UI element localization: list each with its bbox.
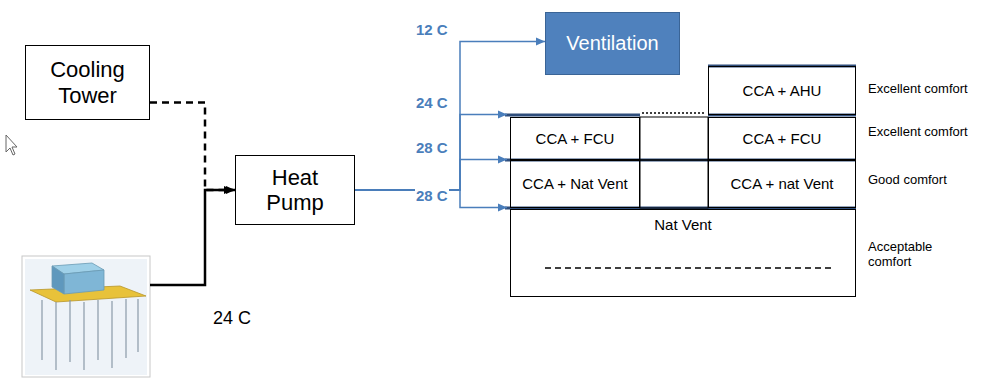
system-cell: CCA + FCU	[708, 117, 856, 160]
equipment-box: Heat Pump	[235, 155, 355, 225]
ventilation-box: Ventilation	[545, 12, 680, 75]
flow-connector	[355, 115, 507, 191]
comfort-label: Excellent comfort	[868, 125, 978, 140]
dotted-connector	[642, 112, 706, 114]
comfort-label: Good comfort	[868, 173, 978, 188]
node-text: CCA + Nat Vent	[522, 175, 627, 192]
node-text: Heat Pump	[242, 165, 348, 216]
system-cell: CCA + FCU	[510, 117, 640, 160]
flow-connector	[355, 160, 507, 191]
temperature-bars	[505, 66, 856, 208]
temperature-label: 24 C	[213, 308, 273, 329]
empty-cell	[640, 160, 708, 208]
supply-temperature: 28 C	[415, 139, 449, 156]
supply-temperature: 24 C	[415, 94, 449, 111]
supply-temperature: 12 C	[415, 21, 449, 38]
system-cell: CCA + AHU	[708, 66, 856, 115]
system-cell: CCA + nat Vent	[708, 160, 856, 208]
comfort-label: Excellent comfort	[868, 82, 978, 97]
acceptable-limit-line	[545, 267, 835, 269]
node-text: CCA + AHU	[743, 82, 822, 99]
ground-supply-line	[150, 190, 233, 285]
system-cell: CCA + Nat Vent	[510, 160, 640, 208]
mouse-cursor	[6, 135, 17, 155]
empty-cell	[640, 117, 708, 160]
node-text: CCA + FCU	[743, 130, 822, 147]
node-text: Ventilation	[566, 32, 658, 55]
comfort-label: Acceptable comfort	[868, 240, 948, 270]
flow-connector	[355, 42, 545, 191]
supply-temperature: 28 C	[415, 187, 449, 204]
node-text: CCA + nat Vent	[731, 175, 834, 192]
node-text: Cooling Tower	[32, 57, 143, 108]
equipment-box: Cooling Tower	[25, 45, 150, 120]
node-text: Nat Vent	[654, 216, 712, 233]
flow-connector	[150, 103, 235, 191]
geothermal-illustration	[22, 256, 150, 377]
node-text: CCA + FCU	[536, 130, 615, 147]
nat-vent-region: Nat Vent	[510, 209, 856, 297]
